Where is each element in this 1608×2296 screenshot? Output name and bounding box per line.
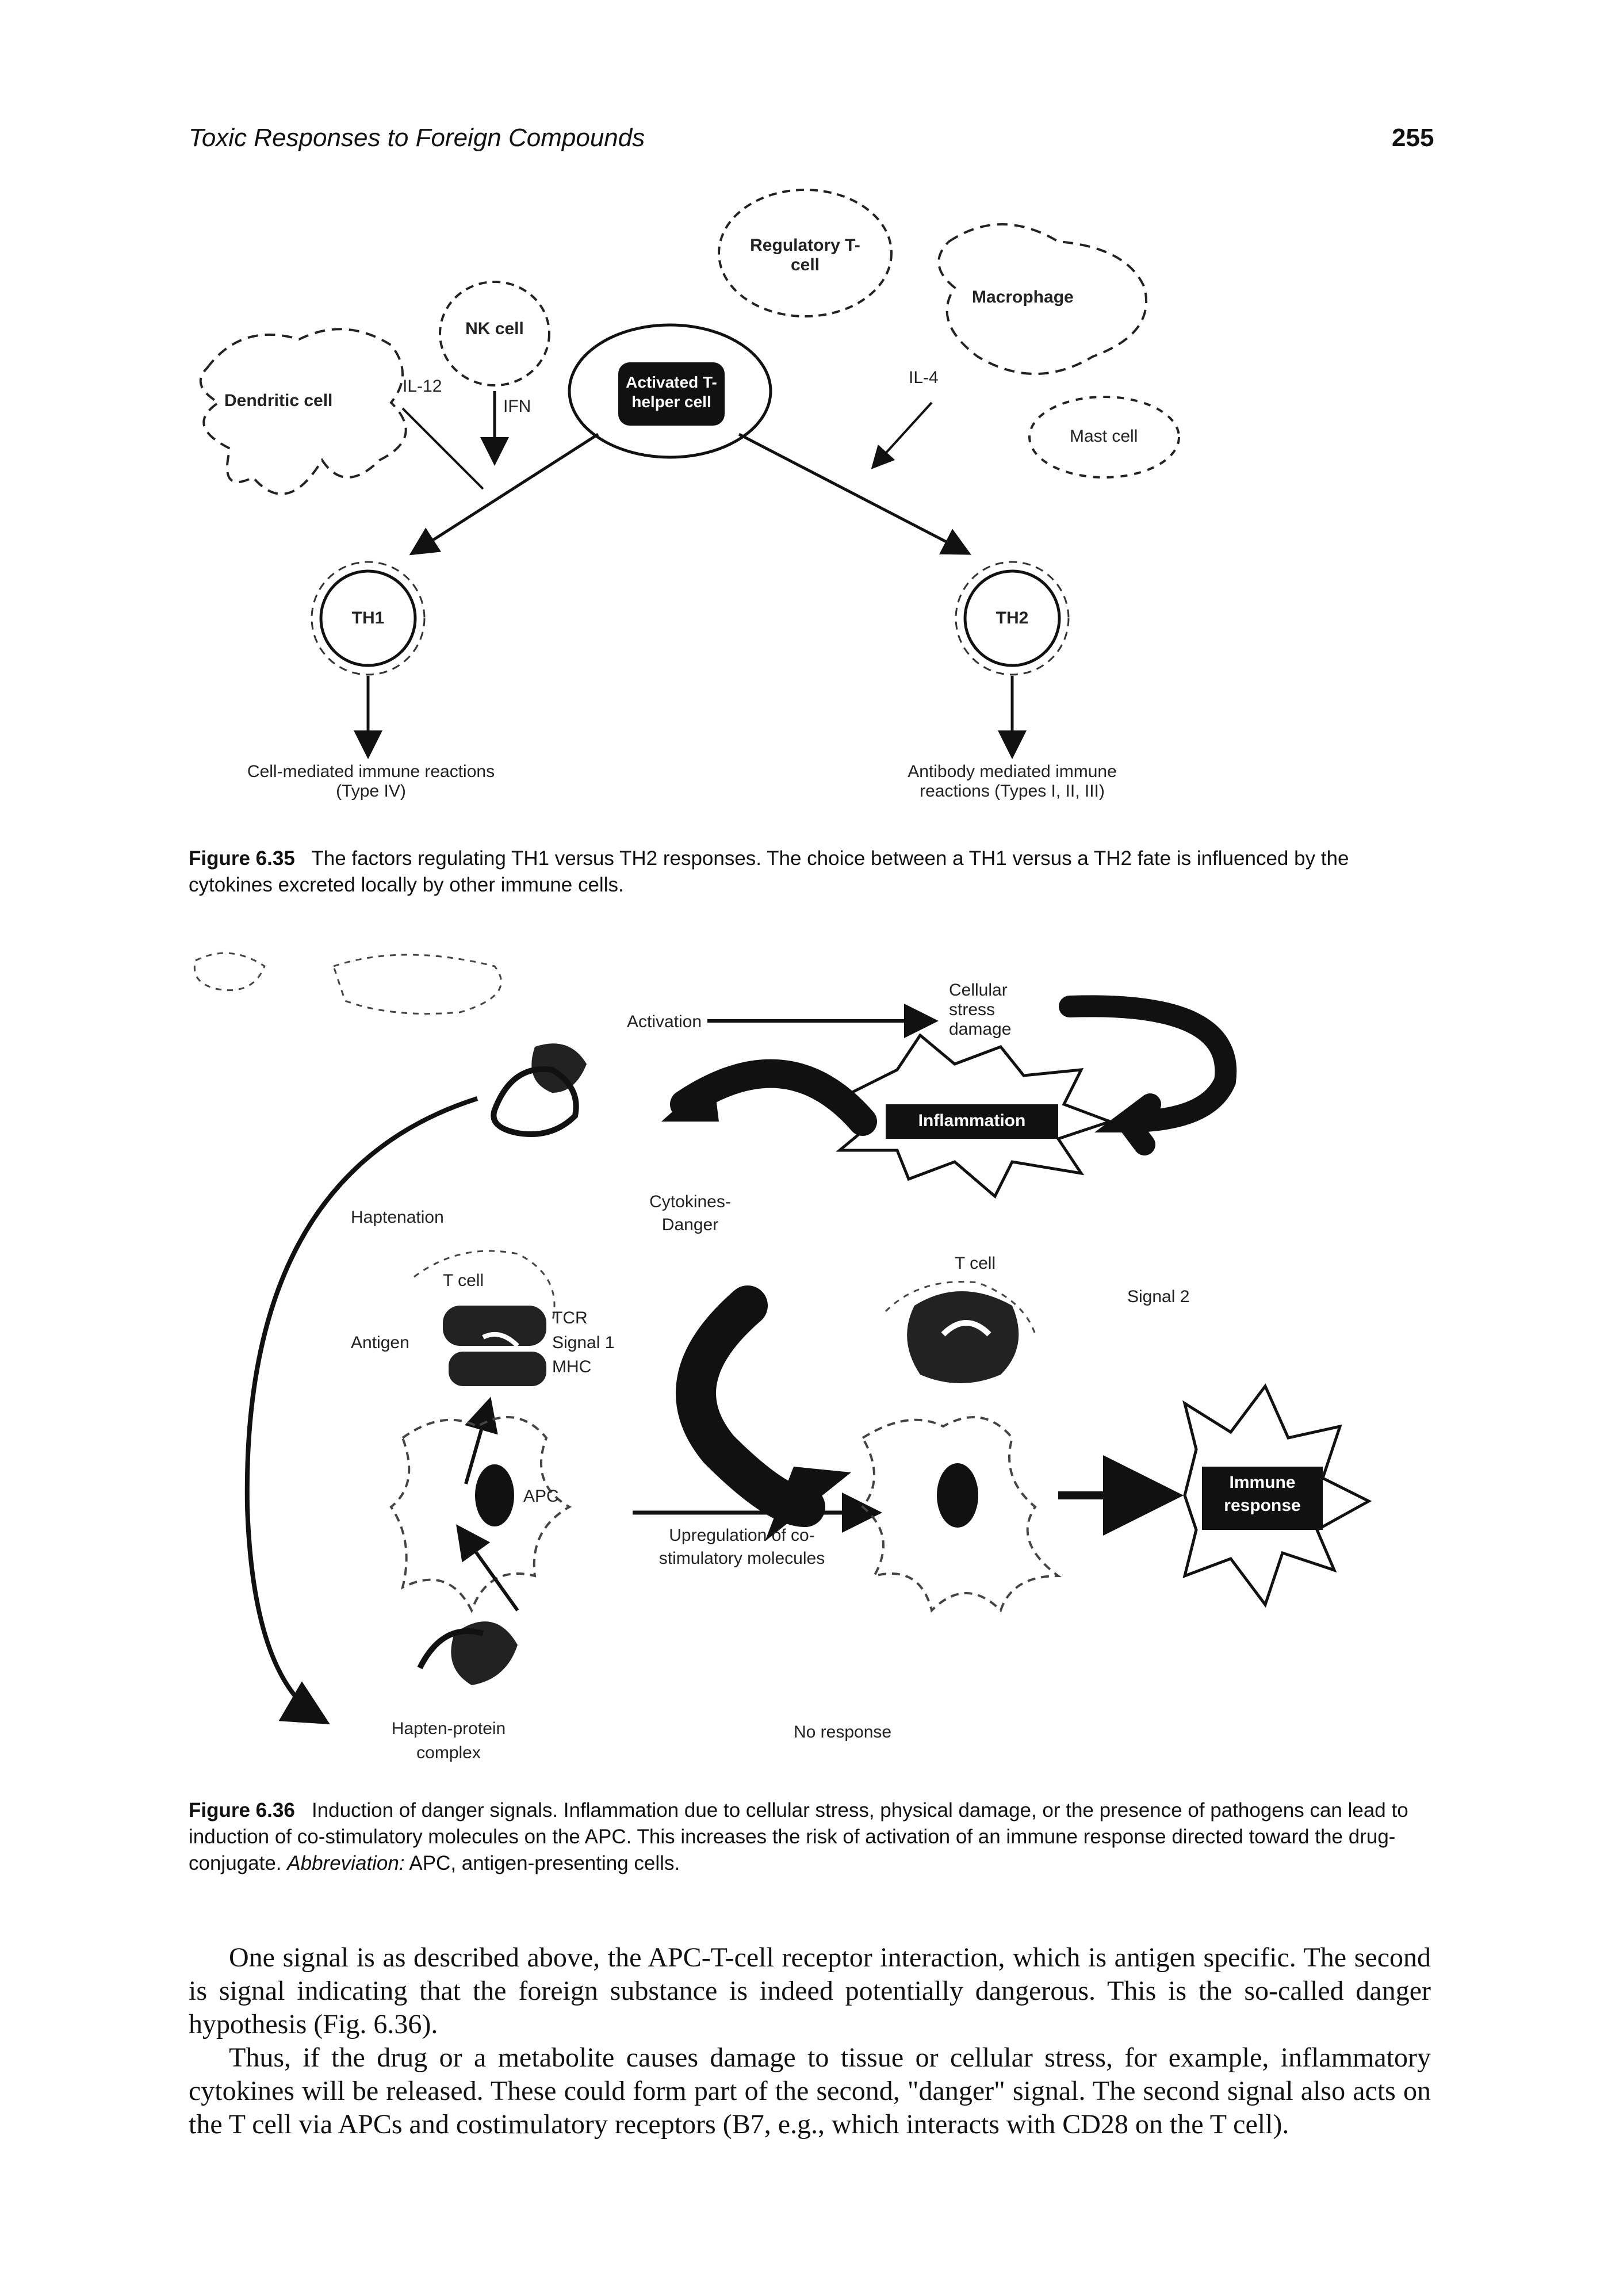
- label-apc: APC: [523, 1487, 559, 1506]
- figure-635-caption-text: The factors regulating TH1 versus TH2 re…: [189, 847, 1349, 896]
- dendritic-cell-shape: [199, 328, 407, 495]
- curved-arrow-stress: [1059, 995, 1237, 1155]
- label-nk-cell: NK cell: [465, 319, 524, 338]
- t-cell-left-shape: [414, 1250, 556, 1323]
- label-signal2: Signal 2: [1127, 1287, 1190, 1306]
- nk-cell-shape: [439, 281, 550, 387]
- label-th2: TH2: [996, 609, 1029, 627]
- label-signal1: Signal 1: [552, 1333, 615, 1352]
- body-text: One signal is as described above, the AP…: [189, 1941, 1431, 2141]
- t-cell-right-shape: [885, 1281, 1036, 1335]
- label-inflammation: Inflammation: [918, 1111, 1026, 1130]
- label-t-cell-right: T cell: [955, 1254, 996, 1273]
- label-mhc: MHC: [552, 1357, 592, 1376]
- label-th1: TH1: [351, 609, 385, 627]
- regulatory-t-cell-shape: [718, 189, 893, 317]
- label-antigen: Antigen: [351, 1333, 409, 1352]
- macrophage-shape: [937, 223, 1148, 375]
- tcr-receptor-icon: [443, 1306, 546, 1346]
- label-th1-outcome: Cell-mediated immune reactions (Type IV): [247, 762, 495, 801]
- figure-635-diagram: [199, 189, 1180, 759]
- figure-636-abbreviation-label: Abbreviation:: [287, 1852, 405, 1874]
- label-immune-response: Immune response: [1224, 1473, 1301, 1515]
- arrow-il4: [871, 401, 933, 469]
- label-ifn: IFN: [503, 397, 531, 416]
- mhc-icon: [449, 1352, 546, 1386]
- arrow-il12: [401, 407, 484, 490]
- activated-t-helper-shape: [568, 323, 772, 459]
- haptenation-arc: [244, 1096, 478, 1725]
- figure-636-caption: Figure 6.36 Induction of danger signals.…: [189, 1797, 1431, 1877]
- apc-left-shape: [389, 1416, 572, 1613]
- label-haptenation: Haptenation: [351, 1208, 444, 1227]
- label-th2-outcome: Antibody mediated immune reactions (Type…: [908, 762, 1117, 801]
- hapten-molecule-bottom-icon: [451, 1621, 518, 1685]
- label-activation: Activation: [627, 1012, 702, 1031]
- label-upregulation: Upregulation of co- stimulatory molecule…: [658, 1526, 825, 1568]
- top-left-pathogen-shape: [193, 952, 266, 992]
- body-paragraph-1: One signal is as described above, the AP…: [189, 1942, 1431, 2039]
- label-regulatory-t-cell: Regulatory T-cell: [750, 236, 860, 274]
- label-hapten-protein-complex: Hapten-protein complex: [391, 1719, 506, 1762]
- th1-cell-shape: [319, 569, 417, 667]
- figure-636-abbreviation-text: APC, antigen-presenting cells.: [409, 1852, 680, 1874]
- label-no-response: No response: [794, 1723, 892, 1742]
- figure-635-caption: Figure 6.35 The factors regulating TH1 v…: [189, 845, 1431, 898]
- curved-arrow-danger: [676, 1285, 825, 1527]
- figure-635-caption-label: Figure 6.35: [189, 847, 295, 870]
- arrow-to-th1: [409, 433, 599, 556]
- label-t-cell-left: T cell: [443, 1271, 484, 1290]
- label-il12: IL-12: [403, 377, 442, 396]
- running-title: Toxic Responses to Foreign Compounds: [189, 124, 645, 152]
- label-cellular-stress: Cellular stress damage: [949, 981, 1012, 1039]
- figure-636-caption-text: Induction of danger signals. Inflammatio…: [189, 1799, 1408, 1874]
- label-mast-cell: Mast cell: [1070, 427, 1138, 446]
- figure-636-caption-label: Figure 6.36: [189, 1799, 295, 1822]
- label-dendritic-cell: Dendritic cell: [224, 391, 333, 410]
- body-paragraph-2: Thus, if the drug or a metabolite causes…: [189, 2042, 1431, 2140]
- apc-left-nucleus: [475, 1464, 514, 1526]
- label-tcr: TCR: [552, 1308, 588, 1327]
- page-number: 255: [1392, 124, 1434, 152]
- label-cytokines-danger: Cytokines- Danger: [649, 1192, 731, 1234]
- label-il4: IL-4: [909, 368, 939, 387]
- th2-cell-shape: [963, 569, 1061, 667]
- label-macrophage: Macrophage: [972, 288, 1074, 307]
- receptor-complex-right-icon: [907, 1291, 1019, 1383]
- mast-cell-shape: [1028, 396, 1180, 479]
- hapten-molecule-top-icon: [531, 1043, 587, 1093]
- apc-right-shape: [861, 1416, 1062, 1613]
- apc-right-nucleus: [937, 1463, 978, 1528]
- figure-636-diagram: [193, 952, 1372, 1725]
- label-activated-t-helper: Activated T-helper cell: [626, 373, 717, 411]
- arrow-to-th2: [738, 433, 971, 555]
